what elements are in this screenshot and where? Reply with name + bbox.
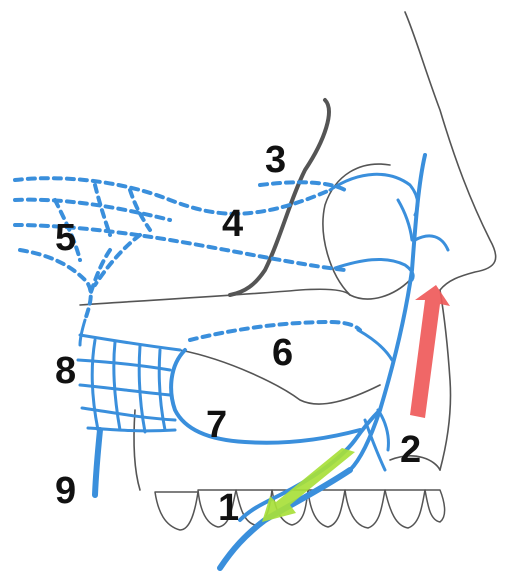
tooth bbox=[155, 492, 198, 530]
nose-profile bbox=[405, 12, 496, 290]
label-5: 5 bbox=[55, 217, 76, 259]
tooth bbox=[345, 490, 385, 528]
orbital-branch bbox=[398, 200, 412, 240]
label-8: 8 bbox=[55, 350, 76, 392]
supraorbital-vein bbox=[330, 174, 418, 215]
nasal-vein bbox=[415, 236, 448, 250]
label-3: 3 bbox=[265, 139, 286, 181]
plexus-vein bbox=[92, 340, 98, 430]
orbit-outline bbox=[323, 164, 410, 299]
plexus-vein bbox=[15, 200, 170, 220]
plexus-vein bbox=[139, 346, 145, 432]
label-2: 2 bbox=[400, 429, 421, 471]
flow-arrows bbox=[262, 285, 450, 522]
label-7: 7 bbox=[206, 404, 227, 446]
label-6: 6 bbox=[272, 332, 293, 374]
plexus-vein bbox=[80, 320, 85, 345]
mandible-outline bbox=[134, 410, 140, 490]
label-4: 4 bbox=[222, 203, 243, 245]
label-1: 1 bbox=[218, 487, 239, 529]
label-9: 9 bbox=[55, 470, 76, 512]
retromandibular-vein bbox=[95, 430, 100, 495]
zygomatic-outline bbox=[80, 289, 350, 305]
labial-branch bbox=[358, 330, 392, 360]
plexus-vein bbox=[15, 178, 330, 214]
tooth bbox=[385, 490, 425, 528]
arrow-up-icon bbox=[410, 285, 450, 418]
plexus-vein bbox=[95, 235, 140, 285]
retromandibular-plexus bbox=[78, 320, 180, 432]
infraorbital-vein bbox=[335, 259, 413, 280]
plexus-vein bbox=[90, 250, 110, 295]
plexus-vein bbox=[95, 185, 110, 235]
transverse-facial-vein bbox=[171, 350, 360, 443]
tooth bbox=[425, 490, 445, 522]
plexus-vein bbox=[114, 342, 120, 430]
angular-vein bbox=[350, 155, 425, 470]
lip-outline bbox=[440, 290, 451, 470]
